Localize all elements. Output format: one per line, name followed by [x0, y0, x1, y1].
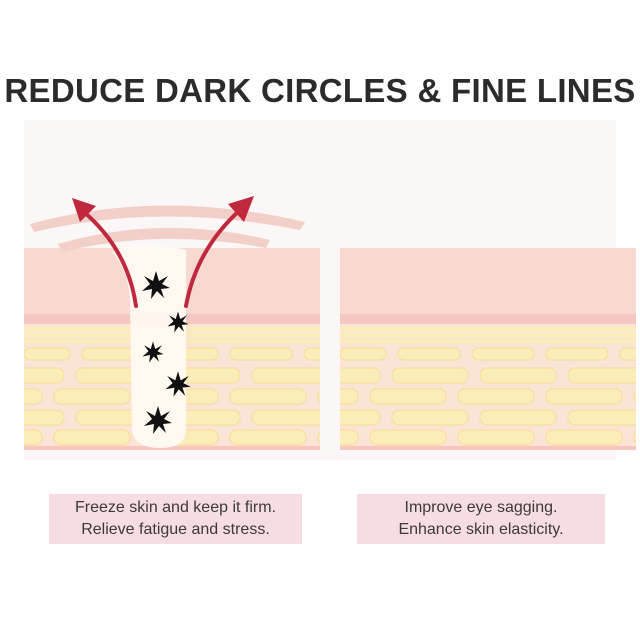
- caption-left-line-1: Freeze skin and keep it firm.: [75, 499, 276, 516]
- page-title: REDUCE DARK CIRCLES & FINE LINES: [4, 72, 636, 109]
- treatment-channel: [112, 244, 186, 448]
- right-curved-arrow-icon: [184, 208, 242, 308]
- left-curved-arrow-icon: [82, 210, 138, 308]
- caption-right: Improve eye sagging. Enhance skin elasti…: [357, 494, 605, 544]
- caption-right-line-2: Enhance skin elasticity.: [398, 521, 564, 538]
- caption-left-line-2: Relieve fatigue and stress.: [81, 521, 270, 538]
- caption-right-line-1: Improve eye sagging.: [404, 499, 558, 516]
- skin-block-right: [310, 248, 640, 450]
- caption-left: Freeze skin and keep it firm. Relieve fa…: [49, 494, 302, 544]
